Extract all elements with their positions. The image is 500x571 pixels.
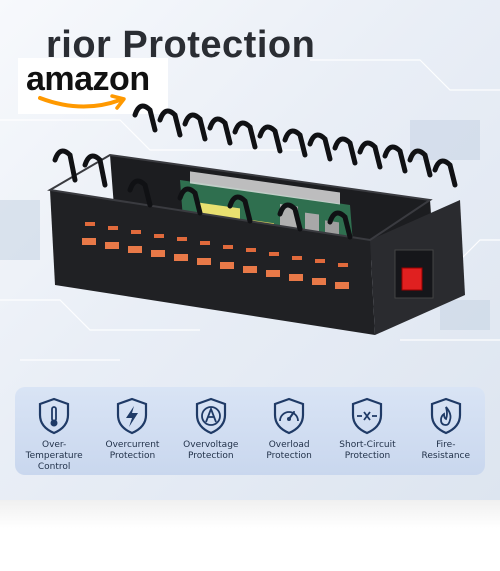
brand-wordmark: amazon: [26, 60, 150, 98]
smile-arrow-icon: [38, 94, 126, 110]
feature-overvoltage: Overvoltage Protection: [172, 397, 250, 462]
thermometer-shield-icon: [39, 397, 70, 435]
voltage-shield-icon: [195, 397, 226, 435]
feature-label: Overload Protection: [266, 440, 312, 461]
feature-fire-resistance: Fire- Resistance: [407, 397, 485, 462]
usb-port-row-bottom: [82, 238, 349, 289]
brand-logo: amazon: [18, 58, 168, 114]
short-circuit-shield-icon: [352, 397, 383, 435]
feature-label: Overcurrent Protection: [105, 440, 160, 461]
feature-overcurrent: Overcurrent Protection: [93, 397, 171, 462]
feature-label: Over-Temperature Control: [25, 440, 83, 472]
feature-label: Overvoltage Protection: [183, 440, 239, 461]
protection-features-bar: Over-Temperature Control Overcurrent Pro…: [15, 387, 485, 475]
flame-shield-icon: [430, 397, 461, 435]
device-holder-prongs: [52, 103, 458, 240]
feature-label: Fire- Resistance: [421, 440, 471, 461]
feature-over-temperature: Over-Temperature Control: [15, 397, 93, 473]
power-switch-icon: [401, 267, 423, 291]
gauge-shield-icon: [274, 397, 305, 435]
feature-label: Short-Circuit Protection: [339, 440, 396, 461]
lightning-shield-icon: [117, 397, 148, 435]
feature-short-circuit: Short-Circuit Protection: [328, 397, 406, 462]
charger-front-face: [50, 190, 375, 335]
bottom-blank-area: [0, 500, 500, 571]
usb-charging-station: [47, 103, 465, 335]
feature-overload: Overload Protection: [250, 397, 328, 462]
product-image-panel: rior Protection amazon: [0, 0, 500, 500]
background-circuit-pattern: [0, 120, 490, 330]
usb-port-row-top: [85, 222, 348, 267]
